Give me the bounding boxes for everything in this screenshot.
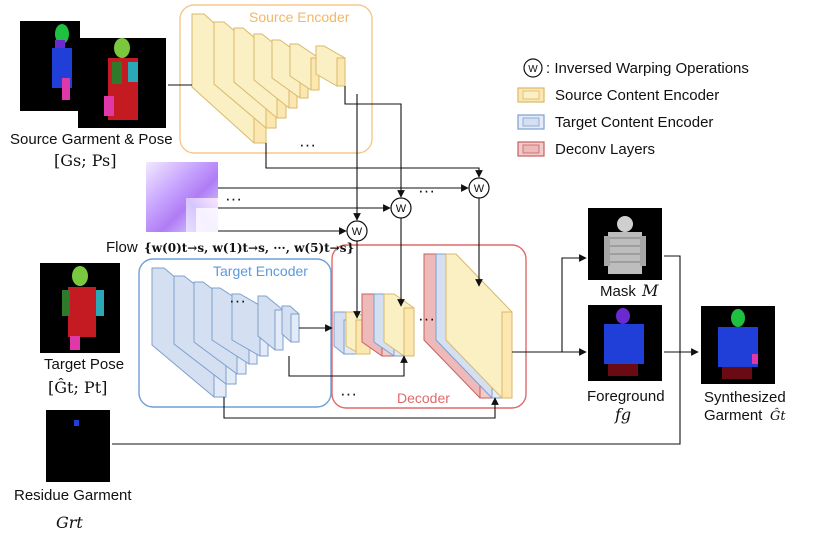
legend-warp-text: : Inversed Warping Operations [546, 60, 749, 77]
legend-target-item: Target Content Encoder [517, 114, 713, 131]
target-pose-label: Target Pose [44, 356, 124, 373]
warp-node-2: W [390, 197, 412, 219]
foreground-image [588, 305, 662, 381]
target-ellipsis: ··· [229, 291, 246, 310]
residue-garment-image [46, 410, 110, 482]
flow-ellipsis-1: ··· [418, 181, 435, 200]
flow-image [146, 162, 218, 232]
target-encoder-layers [151, 267, 300, 398]
legend-warp-symbol: W [528, 64, 538, 75]
synthesized-label-line2: Garment [704, 407, 763, 424]
decoder-ellipsis-bottom: ··· [340, 384, 357, 403]
legend: W : Inversed Warping Operations Source C… [517, 58, 749, 158]
decoder-title: Decoder [397, 390, 450, 406]
source-garment-image [20, 21, 80, 111]
source-encoder-box [179, 4, 373, 154]
mask-math-label: M [641, 281, 659, 300]
connections [112, 84, 699, 445]
warp-node-3: W [468, 177, 490, 199]
legend-deconv-item: Deconv Layers [517, 141, 655, 158]
decoder-layers [333, 253, 513, 399]
source-ellipsis: ··· [299, 135, 316, 154]
source-encoder-layers [191, 13, 346, 144]
residue-math-label: Grt [56, 513, 83, 532]
decoder-ellipsis-mid: ··· [418, 309, 435, 328]
source-math-label: [Gs; Ps] [54, 151, 117, 170]
svg-text:W: W [396, 203, 407, 215]
legend-source-text: Source Content Encoder [555, 87, 719, 104]
synthesized-math-label: Ĝt [770, 407, 786, 424]
warp-node-1: W [346, 220, 368, 242]
legend-deconv-text: Deconv Layers [555, 141, 655, 158]
target-pose-image [40, 263, 120, 353]
mask-label: Mask [600, 283, 636, 300]
source-layer-7-front [336, 57, 346, 87]
svg-text:W: W [474, 183, 485, 195]
flow-math-label: {w(0)t→s, w(1)t→s, ···, w(5)t→s} [144, 241, 354, 255]
target-layer-7-front [290, 313, 300, 343]
foreground-label: Foreground [587, 388, 665, 405]
source-encoder-title: Source Encoder [249, 9, 350, 25]
residue-garment-label: Residue Garment [14, 487, 132, 504]
target-encoder-box [138, 258, 332, 408]
svg-text:W: W [352, 226, 363, 238]
synthesized-garment-image [701, 306, 775, 384]
foreground-math-label: fg [614, 405, 631, 424]
decoder-large-yellow-front [501, 311, 513, 399]
legend-target-text: Target Content Encoder [555, 114, 713, 131]
source-garment-pose-label: Source Garment & Pose [10, 131, 173, 148]
legend-source-item: Source Content Encoder [517, 87, 719, 104]
flow-ellipsis-2: ··· [225, 189, 242, 208]
source-pose-image [78, 38, 166, 128]
target-math-label: [Ĝt; Pt] [48, 377, 107, 397]
mask-image [588, 208, 662, 280]
decoder-mid-yellow-front [403, 307, 415, 357]
target-encoder-title: Target Encoder [213, 263, 308, 279]
legend-warp-item: W : Inversed Warping Operations [523, 58, 749, 78]
synthesized-label-line1: Synthesized [704, 389, 786, 406]
flow-label: Flow [106, 239, 138, 256]
